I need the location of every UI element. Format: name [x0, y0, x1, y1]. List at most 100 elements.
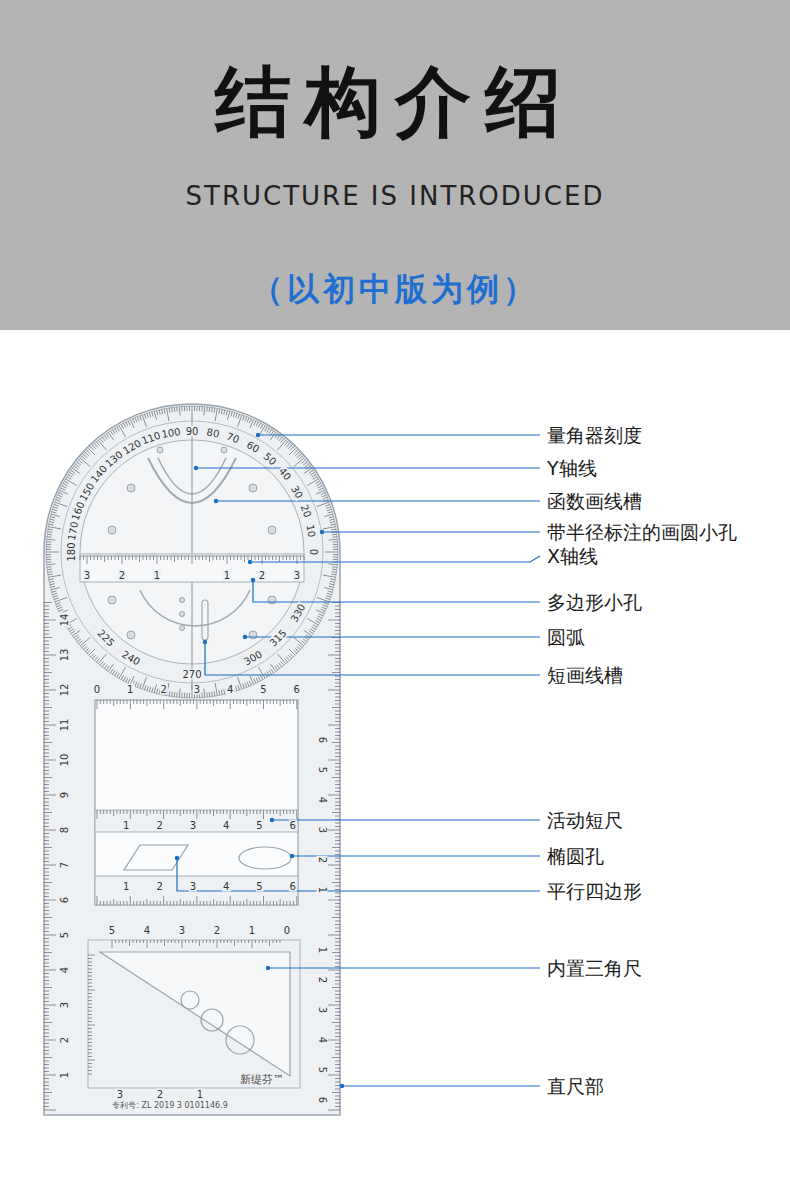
slide-tick	[130, 810, 131, 819]
edge-tick	[335, 693, 340, 694]
edge-tick	[335, 644, 340, 645]
built-in-triangle	[100, 952, 290, 1076]
degree-tick	[221, 409, 222, 414]
degree-tick	[72, 631, 79, 636]
degree-tick	[214, 691, 216, 696]
x-axis-tick	[192, 556, 193, 564]
triangle-tick	[88, 1004, 92, 1005]
edge-tick	[335, 875, 340, 876]
callout-label: 平行四边形	[547, 881, 642, 902]
degree-tick	[315, 620, 319, 622]
degree-tick	[243, 416, 245, 421]
degree-tick	[281, 439, 284, 443]
degree-tick	[209, 407, 211, 412]
degree-tick	[271, 432, 276, 439]
window-tick	[280, 899, 281, 905]
edge-tick	[44, 634, 49, 635]
triangle-tick	[175, 940, 176, 943]
degree-tick	[79, 641, 83, 644]
circle-holes	[108, 447, 276, 639]
degree-tick	[258, 423, 260, 427]
degree-tick	[119, 426, 126, 437]
degree-tick	[328, 591, 333, 592]
degree-tick	[196, 406, 197, 411]
window-tick	[176, 700, 177, 704]
slide-tick	[270, 810, 271, 814]
degree-number: 225	[94, 627, 117, 650]
degree-tick	[51, 587, 60, 589]
callout-label: 直尺部	[547, 1076, 604, 1097]
edge-tick	[335, 910, 340, 911]
leader-dot	[290, 854, 293, 857]
edge-tick	[335, 1008, 340, 1009]
x-axis-tick	[111, 556, 112, 560]
triangle-tick	[266, 940, 267, 943]
slide-tick	[150, 810, 151, 814]
degree-tick	[147, 413, 149, 418]
edge-tick	[328, 795, 340, 796]
degree-tick	[137, 417, 139, 422]
window-tick	[116, 901, 117, 905]
window-tick	[180, 899, 181, 905]
degree-tick	[152, 688, 153, 693]
window-tick	[106, 901, 107, 905]
triangle-tick	[88, 1042, 92, 1043]
callout-label: 量角器刻度	[547, 425, 642, 446]
edge-tick	[44, 616, 49, 617]
edge-tick	[44, 788, 49, 789]
degree-tick	[333, 559, 338, 560]
degree-tick	[133, 419, 135, 424]
degree-tick	[325, 504, 330, 506]
edge-tick	[44, 917, 52, 918]
degree-tick	[104, 665, 107, 669]
degree-tick	[330, 578, 335, 580]
edge-tick	[44, 1054, 49, 1055]
window-tick	[276, 901, 277, 905]
window-tick	[126, 700, 127, 704]
edge-tick	[44, 966, 49, 967]
x-axis-tick	[223, 556, 224, 560]
scale-number: 14	[59, 613, 70, 628]
slide-tick	[213, 810, 214, 816]
triangle-tick	[213, 940, 214, 943]
window-tick	[213, 700, 214, 706]
slide-tick	[276, 810, 277, 814]
leader-dot	[243, 635, 246, 638]
scale-number: 4	[222, 881, 230, 892]
degree-tick	[77, 639, 81, 642]
degree-tick	[119, 667, 126, 678]
triangle-tick	[88, 969, 92, 970]
edge-tick	[44, 746, 49, 747]
edge-tick	[44, 1033, 49, 1034]
edge-tick	[44, 648, 49, 649]
scale-number: 2	[155, 820, 163, 831]
edge-tick	[335, 648, 340, 649]
degree-tick	[46, 552, 59, 553]
degree-tick	[323, 527, 336, 529]
degree-tick	[321, 493, 326, 495]
degree-tick	[277, 665, 280, 669]
scale-number: 2	[59, 1036, 70, 1044]
degree-tick	[329, 517, 334, 518]
edge-tick	[335, 1050, 340, 1051]
edge-tick	[44, 1089, 49, 1090]
patent-number: 专利号: ZL 2019 3 0101146.9	[112, 1102, 228, 1111]
degree-tick	[189, 693, 190, 698]
x-axis-tick	[241, 556, 242, 560]
edge-tick	[335, 924, 340, 925]
callout-label: 椭圆孔	[547, 846, 604, 867]
scale-number: 1	[59, 1071, 70, 1079]
window-tick	[233, 700, 234, 704]
window-tick	[123, 901, 124, 905]
leader-line	[245, 636, 540, 637]
edge-tick	[44, 798, 49, 799]
edge-tick	[44, 1057, 52, 1058]
degree-tick	[71, 470, 75, 473]
window-tick	[173, 901, 174, 905]
edge-tick	[335, 928, 340, 929]
degree-tick	[52, 593, 57, 594]
window-tick	[130, 896, 131, 905]
x-axis-tick	[202, 556, 203, 560]
degree-tick	[326, 596, 331, 598]
triangle-tick	[231, 940, 232, 943]
